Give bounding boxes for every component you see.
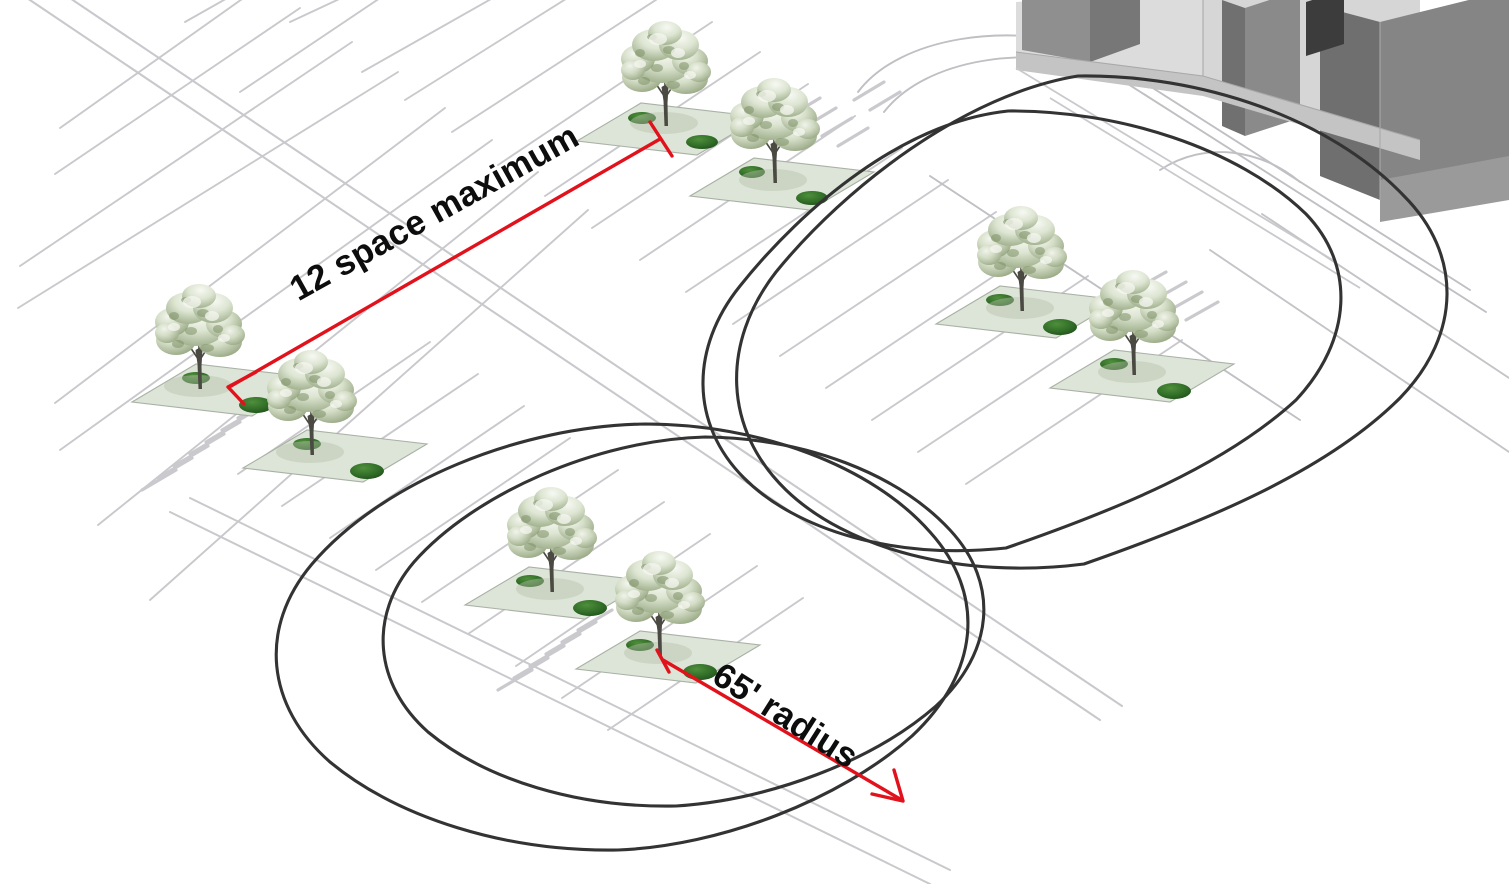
- canopy-coverage-circles: [274, 74, 1449, 852]
- stall-lines-upper-left: [17, 0, 589, 601]
- dimension-lines: [226, 120, 905, 803]
- dimension-tick: [648, 120, 674, 158]
- shrub: [239, 397, 273, 413]
- tree-island-7: [464, 486, 650, 620]
- dimension-line: [661, 658, 902, 801]
- dimension-line: [229, 137, 662, 388]
- shrub: [1043, 319, 1077, 335]
- dimension-arrowhead: [870, 768, 905, 803]
- hatch-lower-center: [496, 608, 614, 692]
- canopy-circle-top-right-inner: [701, 109, 1343, 553]
- dimension-arrowhead: [226, 370, 258, 406]
- building-massing-top-right: [1015, 0, 1509, 289]
- shrub: [573, 600, 607, 616]
- shrub: [350, 463, 384, 479]
- canopy-circle-top-right-outer: [735, 74, 1449, 570]
- tree-island-2: [242, 349, 428, 483]
- pavement-edge-right: [1209, 213, 1509, 453]
- tree-island-6: [1049, 269, 1235, 403]
- tree-island-1: [131, 283, 317, 417]
- dimension-12-space-maximum: [226, 120, 674, 406]
- drive-aisle-center: [28, 0, 1124, 722]
- shrub: [686, 135, 718, 149]
- canopy-circle-bottom-left-outer: [274, 422, 970, 852]
- shrub: [796, 191, 828, 205]
- canopy-circle-bottom-left-inner: [381, 435, 986, 808]
- dimension-tick: [655, 648, 671, 674]
- dimension-65-radius: [655, 648, 905, 803]
- shrub: [1157, 383, 1191, 399]
- tree-island-5: [935, 205, 1121, 339]
